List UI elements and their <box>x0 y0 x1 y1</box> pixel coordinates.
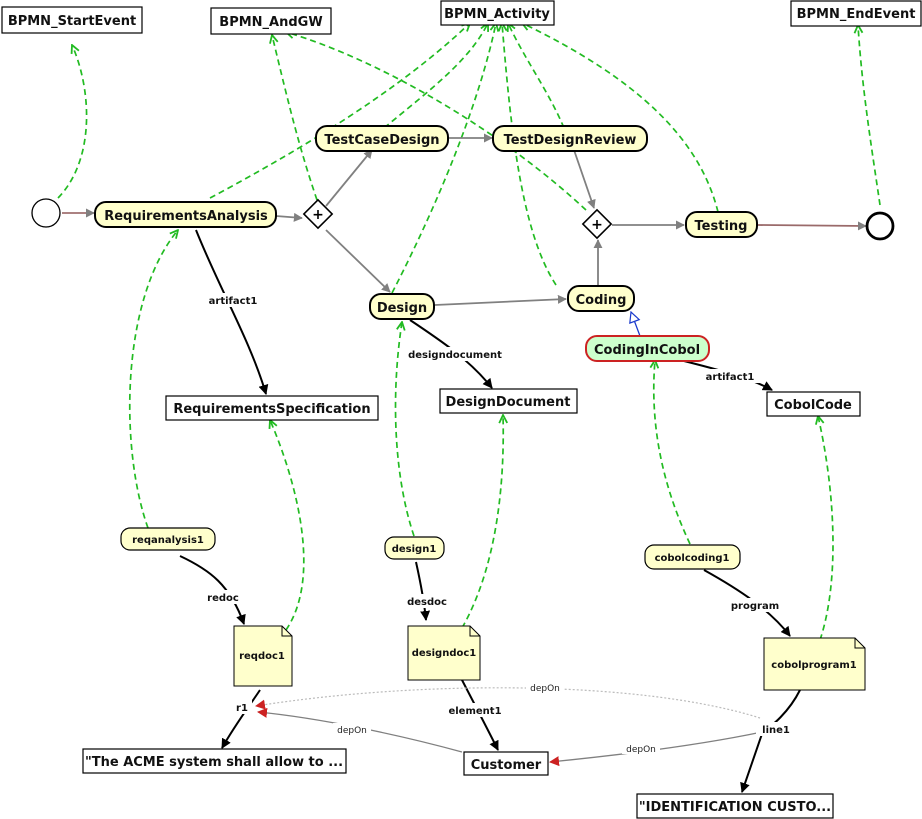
typing-edge <box>394 322 415 537</box>
edge-label-depon: depOn <box>530 684 560 694</box>
document-label: reqdoc1 <box>239 651 285 662</box>
sequence-flows <box>62 133 867 306</box>
typing-edge <box>270 420 305 631</box>
document-cobolprogram1[interactable]: cobolprogram1 <box>763 637 866 691</box>
metaclass-activity[interactable]: BPMN_Activity <box>440 0 555 26</box>
artifact-requirements-specification[interactable]: RequirementsSpecification <box>165 395 379 421</box>
edge-label-program: program <box>731 601 779 612</box>
ref-edge <box>740 689 801 793</box>
typing-edge <box>522 23 719 213</box>
activity-test-case-design[interactable]: TestCaseDesign <box>315 125 449 152</box>
edge-label-line1: line1 <box>762 725 790 736</box>
generalization-edge <box>631 312 641 337</box>
activity-coding[interactable]: Coding <box>567 285 635 312</box>
metaclass-end-event[interactable]: BPMN_EndEvent <box>790 0 922 27</box>
artifact-label: DesignDocument <box>446 395 571 410</box>
typing-edge <box>57 45 88 199</box>
activity-design[interactable]: Design <box>369 293 435 320</box>
metaclass-and-gw[interactable]: BPMN_AndGW <box>210 7 332 35</box>
edge-label-desdoc: desdoc <box>407 597 447 608</box>
flow-edge <box>325 229 391 293</box>
typing-edge <box>286 32 587 211</box>
instance-design1[interactable]: design1 <box>384 536 445 560</box>
edge-label-artifact1: artifact1 <box>706 372 755 383</box>
start-event-node[interactable] <box>31 198 61 228</box>
activity-testing[interactable]: Testing <box>685 211 758 238</box>
edge-label-element1: element1 <box>448 706 501 717</box>
text-identification[interactable]: "IDENTIFICATION CUSTO... <box>636 793 834 819</box>
edge-label-designdocument: designdocument <box>408 350 502 361</box>
ref-edge <box>221 689 261 749</box>
typing-edge <box>391 23 496 294</box>
metaclass-end-event-label: BPMN_EndEvent <box>797 7 916 22</box>
typing-edge <box>502 23 557 286</box>
metaclass-start-event[interactable]: BPMN_StartEvent <box>1 6 143 34</box>
typing-edge <box>654 360 691 545</box>
edge-label-depon: depOn <box>626 745 656 755</box>
ref-edge <box>195 229 269 395</box>
end-event-node[interactable] <box>865 211 895 241</box>
customer-node[interactable]: Customer <box>463 751 549 776</box>
artifact-label: RequirementsSpecification <box>173 402 370 417</box>
edge-label-r1: r1 <box>236 703 248 714</box>
typing-edge <box>508 23 565 129</box>
activity-label: CodingInCobol <box>594 343 700 358</box>
edge-labels: artifact1 designdocument artifact1 redoc… <box>203 293 796 755</box>
instance-label: reqanalysis1 <box>132 535 204 546</box>
document-label: cobolprogram1 <box>771 660 856 671</box>
flow-edge <box>573 149 596 209</box>
edge-label-depon: depOn <box>337 726 367 736</box>
document-reqdoc1[interactable]: reqdoc1 <box>233 625 293 687</box>
activity-label: RequirementsAnalysis <box>104 209 268 224</box>
activity-label: TestDesignReview <box>504 133 637 148</box>
and-gateway-split[interactable]: + <box>302 198 334 230</box>
activity-label: Design <box>377 301 427 316</box>
activity-coding-in-cobol[interactable]: CodingInCobol <box>585 335 710 362</box>
typing-edge <box>858 25 881 206</box>
ref-edge <box>415 561 431 621</box>
metaclass-start-event-label: BPMN_StartEvent <box>8 14 136 29</box>
metaclass-activity-label: BPMN_Activity <box>444 7 550 22</box>
and-gateway-join[interactable]: + <box>581 208 613 240</box>
metaclass-and-gw-label: BPMN_AndGW <box>219 15 322 30</box>
depon-edge <box>255 687 761 719</box>
document-designdoc1[interactable]: designdoc1 <box>407 625 481 681</box>
activity-label: TestCaseDesign <box>324 133 439 148</box>
typing-edge <box>272 35 318 201</box>
flow-edge <box>757 221 867 231</box>
customer-label: Customer <box>471 758 542 773</box>
text-acme[interactable]: "The ACME system shall allow to ... <box>82 748 347 774</box>
typing-edge <box>383 23 488 129</box>
flow-edge <box>275 212 303 222</box>
instance-cobolcoding1[interactable]: cobolcoding1 <box>644 544 741 570</box>
document-label: designdoc1 <box>412 648 477 659</box>
activity-label: Testing <box>695 219 748 234</box>
instance-label: design1 <box>392 544 437 555</box>
text-identification-label: "IDENTIFICATION CUSTO... <box>639 800 831 815</box>
ref-edge <box>179 555 246 625</box>
instance-label: cobolcoding1 <box>655 553 730 564</box>
activity-test-design-review[interactable]: TestDesignReview <box>492 125 648 152</box>
artifact-cobol-code[interactable]: CobolCode <box>766 391 861 417</box>
typing-edge <box>461 415 503 629</box>
and-gateway-plus-icon: + <box>591 217 603 233</box>
typing-edges <box>57 23 881 641</box>
typing-edge <box>209 23 470 199</box>
artifact-design-document[interactable]: DesignDocument <box>439 388 578 414</box>
edge-label-artifact1: artifact1 <box>209 296 258 307</box>
activity-requirements-analysis[interactable]: RequirementsAnalysis <box>94 201 277 228</box>
typing-edge <box>128 230 178 529</box>
artifact-label: CobolCode <box>774 398 852 413</box>
typing-edge <box>818 416 834 641</box>
instance-reqanalysis1[interactable]: reqanalysis1 <box>120 527 216 551</box>
and-gateway-plus-icon: + <box>312 207 324 223</box>
edge-label-redoc: redoc <box>207 593 239 604</box>
activity-label: Coding <box>576 293 627 308</box>
text-acme-label: "The ACME system shall allow to ... <box>85 755 343 770</box>
flow-edge <box>325 149 373 207</box>
flow-edge <box>434 294 567 306</box>
